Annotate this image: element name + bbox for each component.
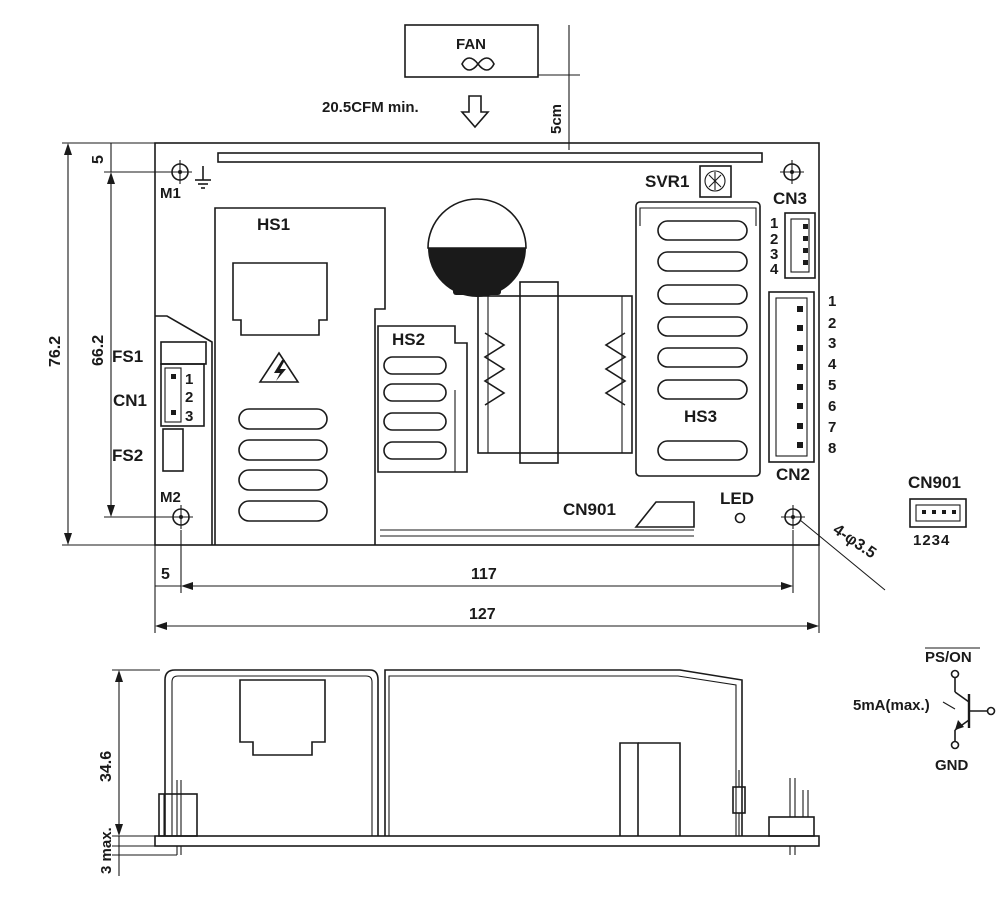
fs1-fuse bbox=[160, 341, 207, 365]
cn1-pin: 2 bbox=[185, 389, 193, 406]
cn2-pin: 8 bbox=[828, 440, 836, 457]
cn2-pin: 5 bbox=[828, 377, 836, 394]
ps-on-current: 5mA(max.) bbox=[853, 697, 930, 714]
cn2-pin: 6 bbox=[828, 398, 836, 415]
side-cn1 bbox=[158, 793, 198, 837]
cn3-label: CN3 bbox=[773, 189, 807, 208]
hs1-heatsink bbox=[214, 207, 386, 545]
cn901-detail: CN901 1234 bbox=[908, 473, 967, 549]
capacitor bbox=[427, 198, 527, 297]
cn2-connector bbox=[768, 291, 815, 463]
dim-edge-offset-y: 5 bbox=[90, 155, 107, 164]
ground-icon bbox=[195, 166, 211, 189]
fan-icon bbox=[461, 57, 495, 71]
clearance-label: 5cm bbox=[548, 104, 565, 134]
airflow-label: 20.5CFM min. bbox=[322, 99, 419, 116]
hole-leader-line bbox=[799, 519, 886, 591]
cn3-pin: 3 bbox=[770, 246, 778, 263]
svr1-knob-icon bbox=[704, 170, 726, 192]
ps-on-label: PS/ON bbox=[925, 649, 972, 666]
cn901-board-label: CN901 bbox=[563, 500, 616, 519]
dim-hole-span-y: 66.2 bbox=[90, 335, 107, 366]
cn3-pin: 2 bbox=[770, 231, 778, 248]
airflow-arrow-icon bbox=[460, 95, 490, 129]
cn2-pin: 4 bbox=[828, 356, 837, 373]
cn1-pin: 3 bbox=[185, 408, 193, 425]
input-area-outline bbox=[155, 315, 213, 545]
fs1-label: FS1 bbox=[112, 347, 143, 366]
side-view: 34.6 3 max. bbox=[98, 669, 820, 876]
cn3-pin: 4 bbox=[770, 261, 779, 278]
side-hs1 bbox=[164, 669, 379, 836]
cn1-label: CN1 bbox=[113, 391, 147, 410]
dim-height-total: 76.2 bbox=[47, 336, 64, 367]
dimensions: 76.2 66.2 5 117 5 127 bbox=[47, 142, 820, 633]
side-hs1-mount bbox=[239, 679, 326, 756]
cn2-pin: 7 bbox=[828, 419, 836, 436]
fan-block: FAN 20.5CFM min. 5cm bbox=[322, 24, 580, 150]
fs2-label: FS2 bbox=[112, 446, 143, 465]
cn901-detail-connector bbox=[909, 498, 967, 528]
hs1-label: HS1 bbox=[257, 215, 290, 234]
hs2-heatsink bbox=[377, 325, 468, 473]
cn2-pin: 1 bbox=[828, 293, 836, 310]
board-outline bbox=[154, 142, 820, 546]
transformer bbox=[477, 281, 633, 464]
cn3-pin-labels: 1 2 3 4 bbox=[770, 215, 779, 278]
cn901-connector bbox=[634, 501, 695, 528]
cn901-detail-pins: 1234 bbox=[913, 532, 950, 549]
cn2-pin: 2 bbox=[828, 315, 836, 332]
cn901-detail-label: CN901 bbox=[908, 473, 961, 492]
cn1-connector bbox=[160, 363, 205, 427]
cn2-pin-labels: 1 2 3 4 5 6 7 8 bbox=[828, 293, 837, 457]
hs3-label: HS3 bbox=[684, 407, 717, 426]
m2-label: M2 bbox=[160, 489, 181, 506]
fs2-fuse bbox=[162, 428, 184, 472]
led-icon bbox=[734, 512, 746, 524]
hs3-heatsink bbox=[635, 201, 761, 477]
holes-label: 4-φ3.5 bbox=[830, 521, 879, 562]
cn1-pin: 1 bbox=[185, 371, 193, 388]
side-pcb bbox=[154, 835, 820, 847]
side-cn2 bbox=[768, 816, 815, 837]
dim-edge-offset-x: 5 bbox=[161, 566, 170, 583]
fan-label: FAN bbox=[456, 36, 486, 53]
led-label: LED bbox=[720, 489, 754, 508]
dim-side-height: 34.6 bbox=[98, 751, 115, 782]
hs2-label: HS2 bbox=[392, 330, 425, 349]
dim-side-clearance: 3 max. bbox=[98, 827, 115, 874]
cn2-pin: 3 bbox=[828, 335, 836, 352]
dim-width-total: 127 bbox=[469, 606, 496, 623]
side-diode bbox=[732, 786, 746, 814]
dim-hole-span-x: 117 bbox=[471, 566, 497, 583]
top-view: M1 SVR1 CN3 1 2 3 4 HS1 bbox=[112, 142, 886, 591]
cn3-pin: 1 bbox=[770, 215, 778, 232]
ps-on-gnd: GND bbox=[935, 757, 969, 774]
fan-slot bbox=[217, 152, 763, 163]
high-voltage-warning-icon bbox=[258, 351, 300, 383]
fan-box bbox=[404, 24, 539, 78]
m1-label: M1 bbox=[160, 185, 181, 202]
side-transformer bbox=[384, 669, 743, 836]
hs1-mount bbox=[232, 262, 328, 336]
svr1-label: SVR1 bbox=[645, 172, 689, 191]
cn2-label: CN2 bbox=[776, 465, 810, 484]
cn3-connector bbox=[784, 212, 816, 279]
svr1-trimmer bbox=[699, 165, 732, 198]
ps-on-circuit: PS/ON 5mA(max.) GND bbox=[853, 647, 996, 774]
